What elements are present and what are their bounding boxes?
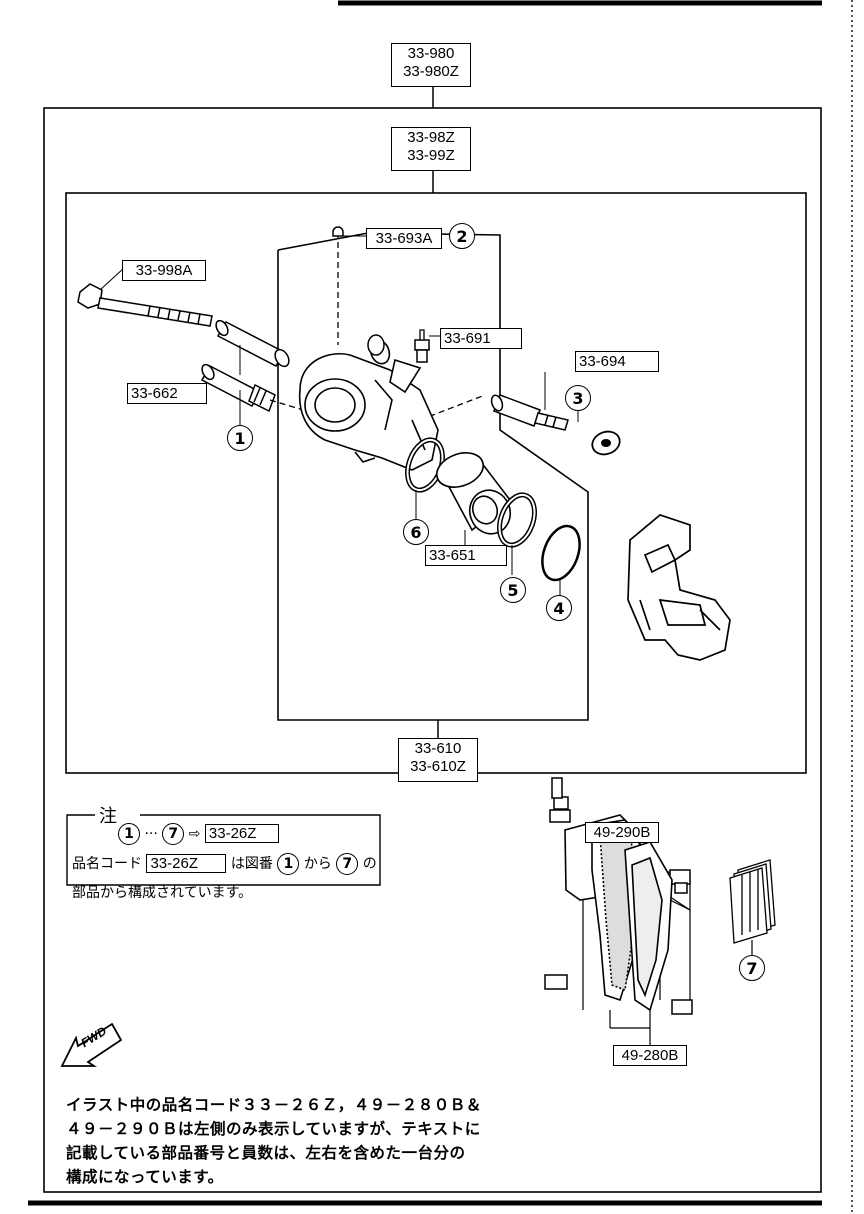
circled-number-6: 6: [403, 519, 429, 545]
caliper-housing-drawing: [298, 339, 439, 471]
guide-bolt-drawing: [77, 283, 213, 327]
note-line-1: 1 ··· 7 ⇨ 33-26Z: [118, 823, 279, 845]
boot-drawing: [200, 363, 276, 413]
guide-pin-drawing: [215, 319, 290, 368]
fwd-arrow-icon: [60, 1022, 123, 1067]
note-circle-from: 1: [277, 853, 300, 875]
label-pin-bolt: 33-694: [575, 351, 659, 372]
label-caliper-assembly: 33-98Z 33-99Z: [391, 127, 471, 171]
note-kara: から: [303, 856, 332, 872]
note-prefix: 品名コード: [72, 856, 142, 872]
note-separator: ···: [144, 826, 158, 842]
bottom-note-line-1: イラスト中の品名コード３３－２６Ｚ，４９－２８０Ｂ＆: [66, 1096, 482, 1114]
brake-pads-drawing: [564, 814, 673, 1012]
label-line: 33-610Z: [410, 758, 466, 775]
label-bleeder-screw: 33-691: [440, 328, 522, 349]
pin-bolt-drawing: [490, 394, 569, 431]
circled-number-1: 1: [227, 425, 253, 451]
label-guide-pin: 33-662: [127, 383, 207, 404]
o-ring-drawing: [541, 524, 581, 582]
label-assembly-top: 33-980 33-980Z: [391, 43, 471, 87]
bottom-note-line-3: 記載している部品番号と員数は、左右を含めた一台分の: [66, 1144, 466, 1162]
label-guide-bolt: 33-998A: [122, 260, 206, 281]
label-pad-set-lower: 49-280B: [613, 1045, 687, 1066]
label-line: 33-980: [407, 45, 455, 62]
caliper-frame: [277, 232, 589, 721]
piston-drawing: [435, 452, 512, 535]
note-arrow: ⇨: [188, 826, 201, 842]
circled-number-5: 5: [500, 577, 526, 603]
label-bleeder-cap: 33-693A: [366, 228, 442, 249]
circled-number-3: 3: [565, 385, 591, 411]
bottom-note-line-4: 構成になっています。: [66, 1168, 224, 1186]
bottom-note-line-2: ４９－２９０Ｂは左側のみ表示していますが、テキストに: [66, 1120, 481, 1138]
shim-pack-drawing: [729, 859, 776, 944]
note-mid: は図番: [230, 856, 273, 872]
note-code-1: 33-26Z: [204, 824, 279, 843]
note-circle-end: 7: [162, 823, 185, 845]
note-suffix: の: [362, 856, 377, 872]
label-line: 33-99Z: [407, 147, 455, 164]
circled-number-2: 2: [449, 223, 475, 249]
label-line: 33-98Z: [407, 129, 455, 146]
label-line: 33-980Z: [403, 63, 459, 80]
note-circle-to: 7: [336, 853, 359, 875]
label-pad-set-upper: 49-290B: [585, 822, 659, 843]
circled-number-7: 7: [739, 955, 765, 981]
label-line: 33-610: [414, 740, 462, 757]
circled-number-4: 4: [546, 595, 572, 621]
label-piston: 33-651: [425, 545, 507, 566]
note-box: [66, 814, 381, 886]
note-line-3: 部品から構成されています。: [72, 885, 253, 901]
mounting-bracket-drawing: [627, 514, 731, 661]
note-heading: 注: [97, 802, 119, 828]
note-code-2: 33-26Z: [146, 854, 227, 873]
note-line-2: 品名コード 33-26Z は図番 1 から 7 の: [72, 853, 377, 875]
note-circle-start: 1: [118, 823, 140, 845]
label-caliper-body: 33-610 33-610Z: [398, 738, 478, 782]
